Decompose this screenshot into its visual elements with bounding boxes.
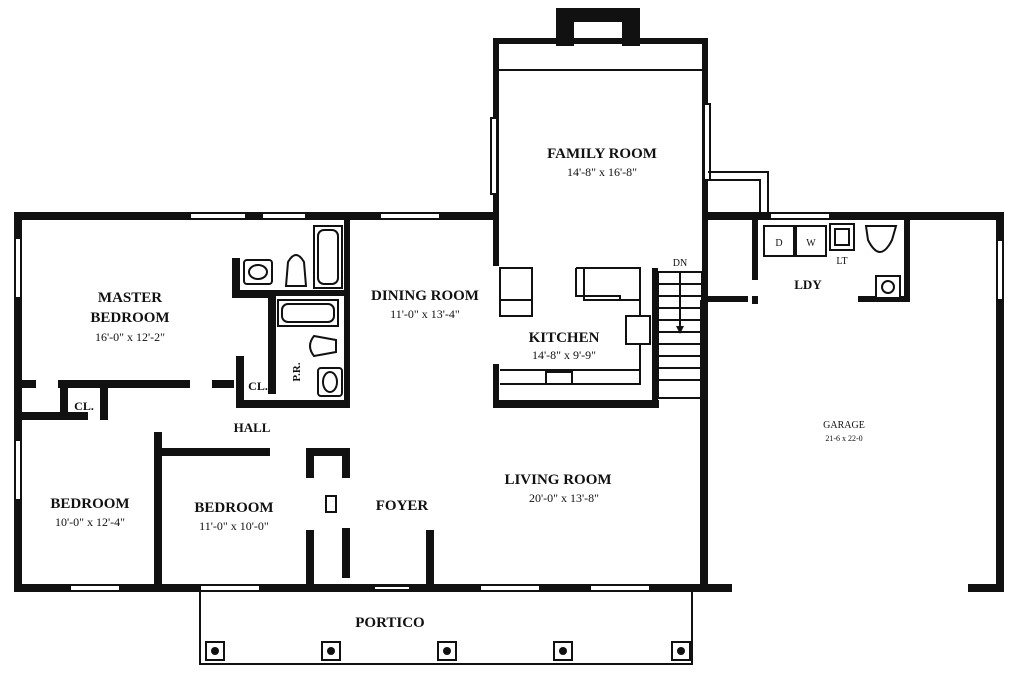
kitchen-dims: 14'-8" x 9'-9" — [532, 348, 596, 362]
bedroom-left-name: BEDROOM — [50, 496, 129, 512]
kitchen-fixtures — [499, 267, 651, 385]
bathroom-fixtures — [243, 225, 343, 513]
family-room-name: FAMILY ROOM — [547, 146, 657, 162]
bedroom-mid-name: BEDROOM — [194, 500, 273, 516]
foyer-label: FOYER — [376, 498, 429, 514]
stairs — [657, 271, 703, 399]
laundry-fixtures — [763, 223, 901, 299]
living-room-name: LIVING ROOM — [504, 472, 611, 488]
master-bedroom-name-2: BEDROOM — [90, 310, 169, 326]
chimney — [556, 8, 640, 46]
closet-a-label: CL. — [74, 399, 94, 413]
garage-dims: 21-6 x 22-0 — [825, 434, 862, 443]
laundry-label: LDY — [794, 277, 822, 292]
kitchen-name: KITCHEN — [529, 330, 600, 346]
dining-room-dims: 11'-0" x 13'-4" — [390, 307, 460, 321]
dining-room-name: DINING ROOM — [371, 288, 479, 304]
garage-name: GARAGE — [823, 420, 865, 431]
family-room-walls — [490, 38, 711, 220]
portico-columns — [205, 641, 691, 661]
laundry-tub-label: LT — [836, 256, 847, 267]
interior-walls — [22, 212, 910, 592]
stairs-down-label: DN — [673, 258, 687, 269]
windows — [14, 212, 1004, 592]
bedroom-mid-dims: 11'-0" x 10'-0" — [199, 519, 269, 533]
powder-room-label: P.R. — [291, 362, 303, 381]
living-room-dims: 20'-0" x 13'-8" — [529, 491, 599, 505]
master-bedroom-dims: 16'-0" x 12'-2" — [95, 330, 165, 344]
master-bedroom-name-1: MASTER — [98, 290, 162, 306]
family-room-dims: 14'-8" x 16'-8" — [567, 165, 637, 179]
portico — [199, 585, 693, 665]
dryer-label: D — [775, 238, 782, 249]
bedroom-left-dims: 10'-0" x 12'-4" — [55, 515, 125, 529]
side-stoop — [708, 171, 769, 212]
closet-b-label: CL. — [248, 379, 268, 393]
portico-label: PORTICO — [355, 615, 424, 631]
hall-label: HALL — [234, 420, 271, 435]
washer-label: W — [806, 238, 816, 249]
